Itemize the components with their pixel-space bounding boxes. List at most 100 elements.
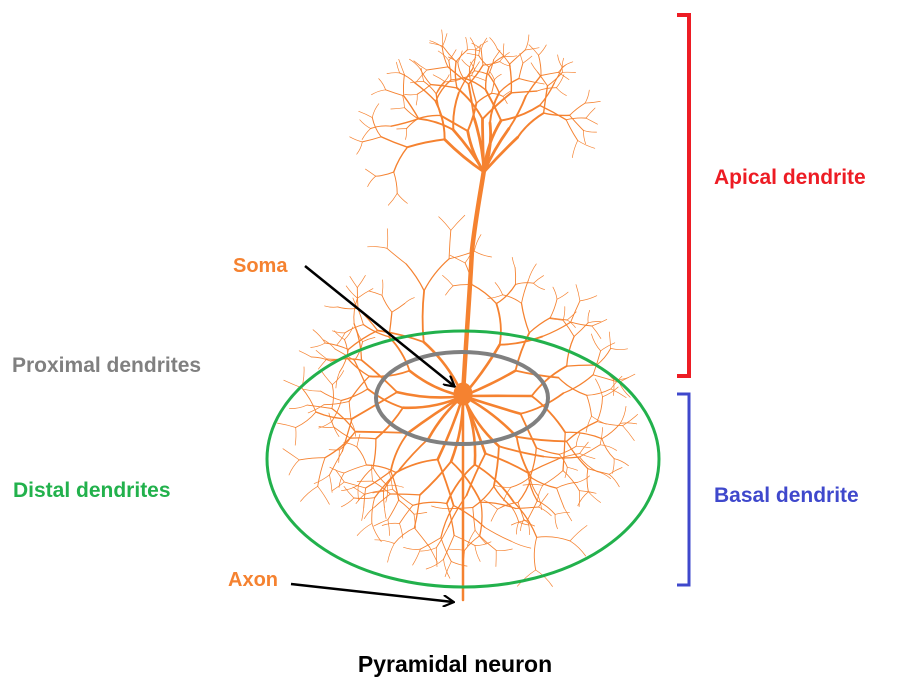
dendrite-branch bbox=[564, 508, 572, 521]
dendrite-branch bbox=[405, 298, 415, 304]
dendrite-branch bbox=[289, 460, 299, 475]
dendrite-branch bbox=[379, 79, 386, 90]
dendrite-branch bbox=[406, 129, 407, 140]
dendrite-branch bbox=[527, 501, 537, 520]
dendrite-branch bbox=[304, 389, 321, 391]
dendrite-branch bbox=[511, 541, 531, 548]
dendrite-branch bbox=[404, 547, 421, 549]
dendrite-branch bbox=[580, 296, 597, 301]
dendrite-branch bbox=[426, 559, 443, 569]
dendrite-branch bbox=[450, 508, 473, 509]
dendrite-branch bbox=[299, 458, 325, 460]
dendrite-branch bbox=[382, 523, 399, 525]
dendrite-branch bbox=[541, 72, 558, 75]
dendrite-branch bbox=[442, 30, 443, 46]
soma-label: Soma bbox=[233, 255, 288, 277]
dendrite-branch bbox=[562, 58, 563, 72]
dendrite-branch bbox=[332, 331, 345, 333]
dendrite-branch bbox=[511, 477, 530, 487]
dendrite-branch bbox=[537, 485, 542, 501]
apical-trunk bbox=[463, 170, 484, 395]
dendrite-branch bbox=[414, 528, 429, 547]
dendrite-branch bbox=[587, 395, 592, 416]
dendrite-branch bbox=[563, 471, 579, 491]
dendrite-branch bbox=[480, 536, 497, 551]
dendrite-branch bbox=[332, 421, 339, 436]
dendrite-branch bbox=[350, 438, 376, 439]
dendrite-branch bbox=[623, 414, 638, 425]
dendrite-branch bbox=[536, 448, 559, 455]
dendrite-branch bbox=[523, 484, 543, 485]
dendrite-branch bbox=[489, 74, 500, 92]
dendrite-branch bbox=[362, 129, 371, 140]
dendrite-branch bbox=[394, 172, 398, 193]
dendrite-branch bbox=[358, 485, 359, 500]
axon-label: Axon bbox=[228, 569, 278, 591]
dendrite-branch bbox=[341, 389, 367, 401]
dendrite-branch bbox=[557, 488, 565, 508]
dendrite-branch bbox=[534, 537, 536, 570]
dendrite-branch bbox=[388, 544, 395, 563]
dendrite-branch bbox=[481, 38, 487, 49]
dendrite-branch bbox=[567, 422, 598, 442]
dendrite-branch bbox=[436, 101, 445, 139]
dendrite-branch bbox=[375, 494, 391, 507]
dendrite-branch bbox=[427, 67, 448, 70]
dendrite-branch bbox=[567, 365, 597, 366]
dendrite-branch bbox=[444, 535, 455, 559]
dendrite-branch bbox=[496, 549, 512, 551]
dendrite-branch bbox=[620, 406, 626, 423]
dendrite-branch bbox=[609, 468, 622, 475]
dendrite-branch bbox=[539, 45, 547, 55]
dendrite-branch bbox=[341, 498, 354, 507]
dendrite-branch bbox=[585, 101, 600, 103]
dendrite-branch bbox=[526, 76, 541, 97]
dendrite-branch bbox=[619, 374, 635, 382]
dendrite-branch bbox=[332, 482, 344, 491]
dendrite-branch bbox=[600, 428, 603, 445]
dendrite-branch bbox=[474, 251, 491, 257]
dendrite-branch bbox=[391, 108, 405, 109]
dendrite-branch bbox=[550, 299, 557, 318]
dendrite-branch bbox=[467, 53, 479, 55]
dendrite-branch bbox=[358, 468, 373, 486]
dendrite-branch bbox=[494, 51, 500, 60]
dendrite-branch bbox=[592, 326, 601, 339]
dendrite-branch bbox=[391, 433, 408, 471]
dendrite-branch bbox=[325, 306, 338, 307]
neuron-illustration bbox=[277, 30, 637, 600]
dendrite-branch bbox=[301, 486, 318, 501]
dendrite-branch bbox=[296, 412, 316, 428]
dendrite-branch bbox=[586, 108, 595, 118]
dendrite-branch bbox=[444, 559, 450, 578]
dendrite-branch bbox=[365, 169, 375, 176]
dendrite-branch bbox=[320, 370, 332, 385]
dendrite-branch bbox=[392, 304, 405, 313]
dendrite-branch bbox=[376, 172, 394, 176]
dendrite-branch bbox=[585, 90, 589, 103]
dendrite-branch bbox=[362, 508, 364, 521]
dendrite-branch bbox=[490, 38, 498, 49]
dendrite-branch bbox=[372, 90, 386, 95]
dendrite-branch bbox=[503, 44, 504, 57]
dendrite-branch bbox=[433, 75, 445, 82]
dendrite-branch bbox=[522, 280, 529, 303]
dendrite-branch bbox=[511, 91, 537, 93]
dendrite-branch bbox=[289, 405, 307, 409]
dendrite-branch bbox=[588, 469, 609, 475]
dendrite-branch bbox=[388, 520, 390, 536]
dendrite-branch bbox=[314, 475, 329, 484]
dendrite-branch bbox=[373, 439, 376, 468]
dendrite-branch bbox=[553, 287, 557, 299]
dendrite-branch bbox=[475, 546, 480, 562]
dendrite-branch bbox=[586, 118, 598, 124]
dendrite-branch bbox=[485, 527, 512, 541]
dendrite-branch bbox=[517, 522, 519, 534]
dendrite-branch bbox=[311, 343, 326, 348]
dendrite-branch bbox=[519, 79, 534, 83]
dendrite-branch bbox=[583, 130, 596, 132]
dendrite-branch bbox=[556, 88, 566, 96]
dendrite-branch bbox=[316, 412, 352, 419]
dendrite-branch bbox=[563, 432, 565, 470]
dendrite-branch bbox=[543, 471, 563, 486]
